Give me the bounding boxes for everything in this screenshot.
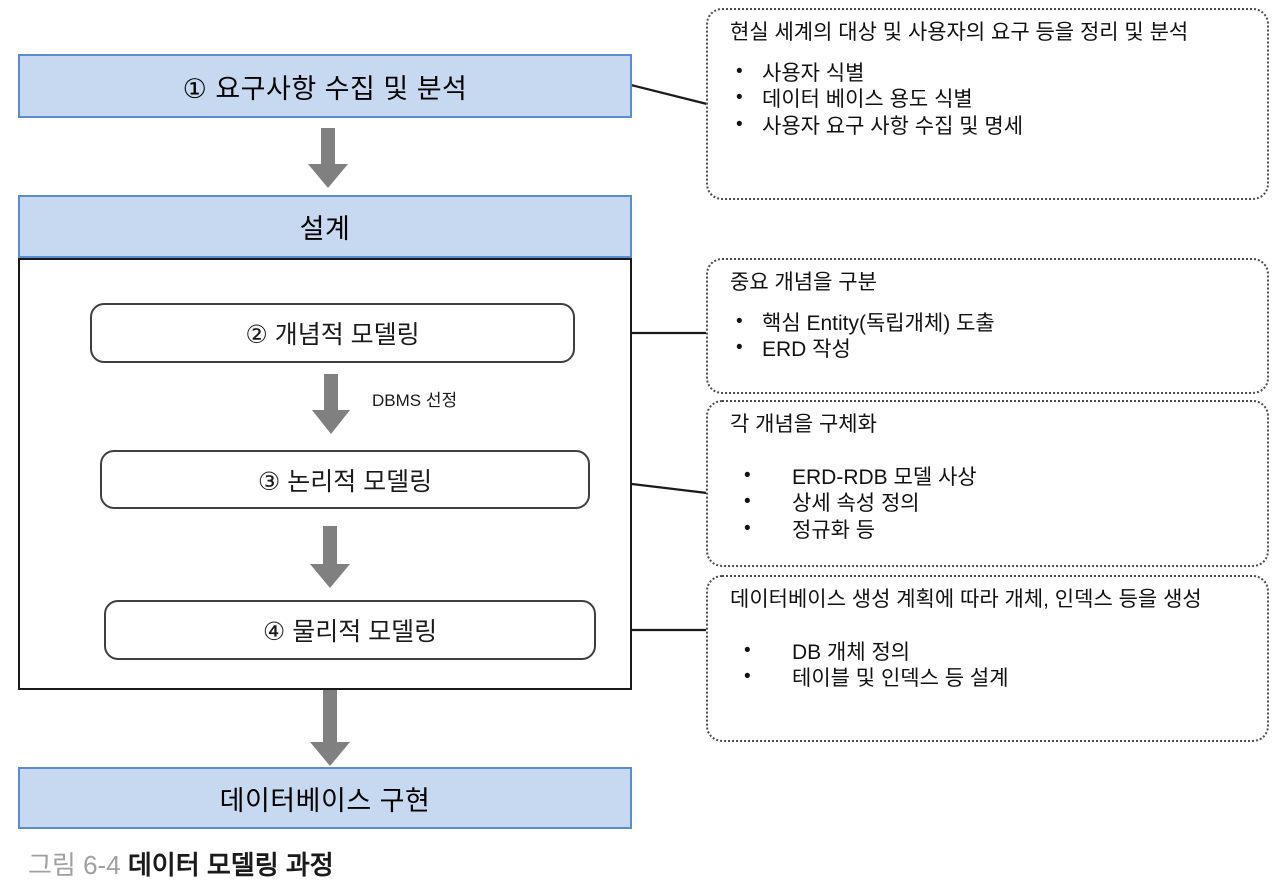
callout-logical-list: • ERD-RDB 모델 사상 • 상세 속성 정의 • 정규화 등 (730, 465, 1251, 544)
callout-physical-heading: 데이터베이스 생성 계획에 따라 개체, 인덱스 등을 생성 (730, 588, 1202, 611)
down-block-arrow-icon (308, 690, 352, 768)
callout-physical: 데이터베이스 생성 계획에 따라 개체, 인덱스 등을 생성 • DB 개체 정의… (706, 575, 1269, 742)
bullet-icon: • (736, 113, 743, 135)
step-conceptual-label: ② 개념적 모델링 (245, 321, 420, 349)
list-item: • ERD-RDB 모델 사상 (730, 465, 1251, 491)
step-physical-label: ④ 물리적 모델링 (262, 618, 438, 646)
down-block-arrow-icon (306, 128, 350, 190)
bullet-icon: • (744, 464, 751, 486)
step-logical-label: ③ 논리적 모델링 (257, 467, 433, 496)
bullet-icon: • (744, 639, 751, 661)
list-item-label: 사용자 식별 (762, 61, 865, 85)
callout-conceptual-list: • 핵심 Entity(독립개체) 도출 • ERD 작성 (730, 311, 1251, 364)
list-item: • 사용자 식별 (730, 61, 1251, 87)
list-item-label: 사용자 요구 사항 수집 및 명세 (762, 114, 1024, 138)
figure-caption-title: 데이터 모델링 과정 (127, 850, 334, 880)
stage-design-label: 설계 (299, 214, 351, 244)
list-item: • 상세 속성 정의 (730, 491, 1251, 517)
list-item-label: 핵심 Entity(독립개체) 도출 (762, 311, 995, 335)
list-item: • 데이터 베이스 용도 식별 (730, 87, 1251, 113)
callout-conceptual-heading: 중요 개념을 구분 (730, 271, 877, 294)
callout-requirements-heading: 현실 세계의 대상 및 사용자의 요구 등을 정리 및 분석 (730, 21, 1189, 44)
step-conceptual-modeling-box: ② 개념적 모델링 (90, 303, 575, 363)
callout-requirements: 현실 세계의 대상 및 사용자의 요구 등을 정리 및 분석 • 사용자 식별 •… (706, 8, 1269, 200)
down-block-arrow-icon (308, 526, 352, 590)
list-item: • 정규화 등 (730, 518, 1251, 544)
figure-caption-number: 그림 6-4 (28, 850, 121, 880)
callout-requirements-list: • 사용자 식별 • 데이터 베이스 용도 식별 • 사용자 요구 사항 수집 및 명… (730, 61, 1251, 140)
callout-conceptual: 중요 개념을 구분 • 핵심 Entity(독립개체) 도출 • ERD 작성 (706, 258, 1269, 394)
stage-implementation-box: 데이터베이스 구현 (18, 767, 632, 829)
dbms-selection-label: DBMS 선정 (372, 391, 458, 410)
list-item-label: DB 개체 정의 (792, 640, 911, 664)
figure-caption: 그림 6-4 데이터 모델링 과정 (28, 845, 334, 882)
list-item: • 사용자 요구 사항 수집 및 명세 (730, 114, 1251, 140)
step-physical-modeling-box: ④ 물리적 모델링 (104, 600, 596, 660)
bullet-icon: • (736, 60, 743, 82)
stage-requirements-box: ① 요구사항 수집 및 분석 (18, 54, 632, 118)
callout-physical-list: • DB 개체 정의 • 테이블 및 인덱스 등 설계 (730, 640, 1251, 693)
stage-design-box: 설계 (18, 195, 632, 258)
bullet-icon: • (744, 666, 751, 688)
list-item-label: 정규화 등 (792, 518, 876, 542)
bullet-icon: • (744, 491, 751, 513)
down-block-arrow-icon (310, 374, 352, 436)
bullet-icon: • (736, 310, 743, 332)
list-item: • 테이블 및 인덱스 등 설계 (730, 666, 1251, 692)
bullet-icon: • (744, 517, 751, 539)
list-item-label: 상세 속성 정의 (792, 492, 920, 516)
connector-requirements (630, 83, 708, 106)
step-logical-modeling-box: ③ 논리적 모델링 (100, 450, 590, 509)
bullet-icon: • (736, 337, 743, 359)
stage-requirements-label: ① 요구사항 수집 및 분석 (182, 73, 468, 104)
list-item: • 핵심 Entity(독립개체) 도출 (730, 311, 1251, 337)
list-item-label: ERD 작성 (762, 338, 851, 362)
list-item: • ERD 작성 (730, 337, 1251, 363)
callout-logical: 각 개념을 구체화 • ERD-RDB 모델 사상 • 상세 속성 정의 • 정규화 … (706, 400, 1269, 567)
stage-implementation-label: 데이터베이스 구현 (219, 785, 431, 816)
list-item-label: 데이터 베이스 용도 식별 (762, 88, 973, 112)
list-item: • DB 개체 정의 (730, 640, 1251, 666)
list-item-label: 테이블 및 인덱스 등 설계 (792, 667, 1009, 691)
bullet-icon: • (736, 87, 743, 109)
list-item-label: ERD-RDB 모델 사상 (792, 465, 977, 489)
callout-logical-heading: 각 개념을 구체화 (730, 413, 877, 436)
